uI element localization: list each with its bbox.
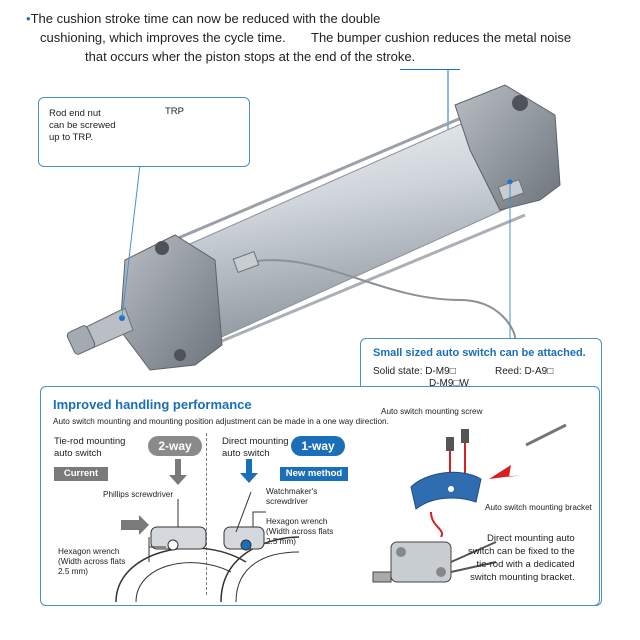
direct-line-3: tie-rod with a dedicated <box>476 559 575 570</box>
solid-state-label-2: D-M9□W <box>429 378 469 389</box>
reed-label: Reed: D-A9□ <box>495 366 554 377</box>
direct-line-1: Direct mounting auto <box>487 533 575 544</box>
watchmaker-2: screwdriver <box>266 497 308 506</box>
direct-line-4: switch mounting bracket. <box>470 572 575 583</box>
hex-right-3: 2.5 mm) <box>266 537 297 546</box>
direct-line-2: switch can be fixed to the <box>468 546 575 557</box>
left-heading-1: Tie-rod mounting <box>54 436 126 447</box>
handling-title: Improved handling performance <box>53 397 252 412</box>
left-heading-2: auto switch <box>54 448 102 459</box>
one-way-pill: 1-way <box>291 436 345 456</box>
two-way-pill: 2-way <box>148 436 202 456</box>
right-heading-2: auto switch <box>222 448 270 459</box>
hex-left-3: 2.5 mm) <box>58 567 89 576</box>
handling-illustrations <box>115 459 300 603</box>
current-badge: Current <box>54 467 108 481</box>
intro-line-1: The cushion stroke time can now be reduc… <box>30 11 381 26</box>
direct-mounting-text: Direct mounting auto switch can be fixed… <box>468 532 575 584</box>
handling-panel: Improved handling performance Auto switc… <box>40 386 600 606</box>
callout-line-1: Rod end nut <box>49 108 101 119</box>
cylinder-small-illustration <box>372 541 497 583</box>
bullet-icon: • <box>26 11 31 26</box>
right-heading-1: Direct mounting <box>222 436 289 447</box>
screw-label: Auto switch mounting screw <box>381 407 483 416</box>
trp-label: TRP <box>165 106 184 117</box>
callout-line-3: up to TRP. <box>49 132 94 143</box>
method-divider <box>206 433 207 595</box>
handling-description: Auto switch mounting and mounting positi… <box>53 417 389 426</box>
new-method-badge: New method <box>280 467 348 481</box>
solid-state-label: Solid state: D-M9□ <box>373 366 456 377</box>
intro-line-3: that occurs wher the piston stops at the… <box>85 49 416 64</box>
hex-right-2: (Width across flats <box>266 527 334 536</box>
rod-end-nut-callout: Rod end nut can be screwed up to TRP. TR… <box>38 97 250 167</box>
hex-left-2: (Width across flats <box>58 557 126 566</box>
intro-line-2a: cushioning, which improves the cycle tim… <box>40 30 286 45</box>
phillips-label: Phillips screwdriver <box>103 490 174 499</box>
hex-right-1: Hexagon wrench <box>266 517 328 526</box>
hex-left-1: Hexagon wrench <box>58 547 120 556</box>
intro-line-2b: The bumper cushion reduces the metal noi… <box>311 30 572 45</box>
bumper-leader-line <box>400 69 460 70</box>
bracket-label: Auto switch mounting bracket <box>485 503 592 512</box>
watchmaker-1: Watchmaker's <box>266 487 318 496</box>
auto-switch-title: Small sized auto switch can be attached. <box>373 347 586 359</box>
switch-bracket-illustration <box>410 423 567 537</box>
callout-text: Rod end nut can be screwed up to TRP. <box>49 108 116 144</box>
callout-line-2: can be screwed <box>49 120 116 131</box>
